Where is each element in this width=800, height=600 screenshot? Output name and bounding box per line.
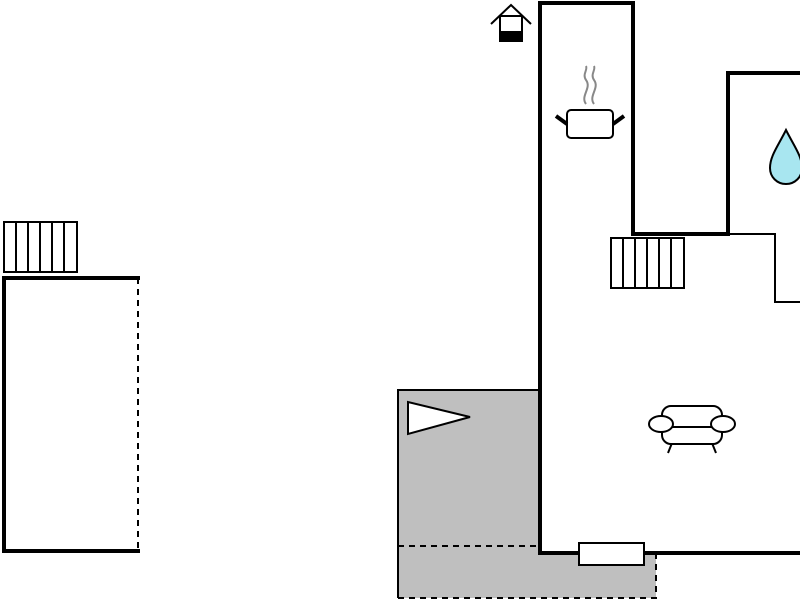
house-entrance-icon [490, 3, 532, 42]
cooking-pot-icon [554, 65, 626, 139]
water-drop-icon [768, 127, 800, 186]
radiator-icon [3, 221, 78, 273]
garden-flag-icon [407, 400, 471, 436]
window [578, 542, 645, 566]
terrace [397, 389, 657, 599]
sofa-icon [648, 405, 736, 454]
radiator-icon [610, 237, 685, 289]
outbuilding-walls [2, 276, 140, 553]
